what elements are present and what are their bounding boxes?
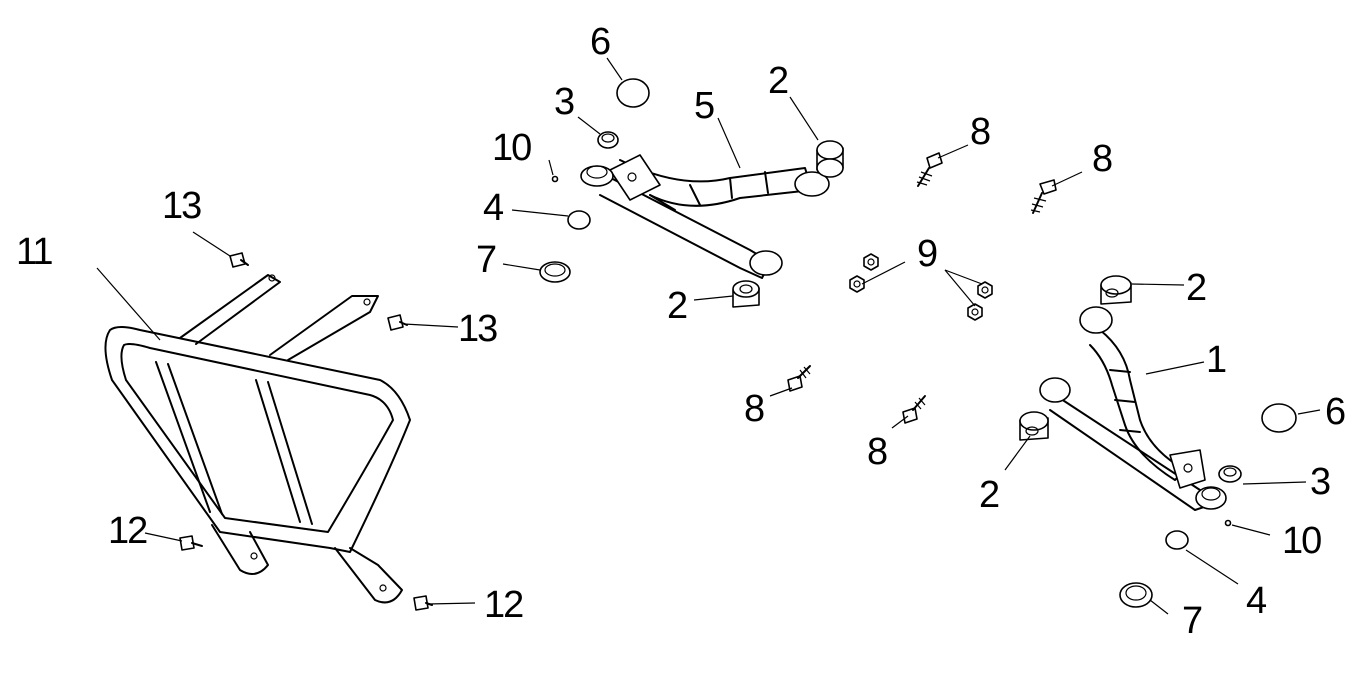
callout-8-c: 8 xyxy=(744,388,764,430)
callout-1: 1 xyxy=(1206,339,1226,381)
upper-a-arm xyxy=(580,154,830,279)
bolt-c xyxy=(787,365,811,392)
nut-c xyxy=(977,281,993,299)
callout-13-b: 13 xyxy=(458,308,497,350)
bushing-upper-b xyxy=(732,280,760,308)
callout-4-lower: 4 xyxy=(1246,580,1267,622)
callout-13-a: 13 xyxy=(162,185,201,227)
callout-3-lower: 3 xyxy=(1310,461,1330,503)
callout-7-lower: 7 xyxy=(1182,600,1202,642)
nut-a xyxy=(863,253,879,271)
bolt-lower-b xyxy=(413,595,433,611)
lower-a-arm xyxy=(1039,306,1227,511)
grease-fitting-lower xyxy=(1224,519,1232,527)
bolt-upper-b xyxy=(387,314,408,331)
bolt-lower-a xyxy=(179,535,203,551)
seal-upper xyxy=(539,261,571,283)
callout-3-upper: 3 xyxy=(554,81,574,123)
callout-11: 11 xyxy=(16,231,52,273)
callout-12-b: 12 xyxy=(484,584,523,626)
callout-9: 9 xyxy=(917,233,937,275)
seal-lower xyxy=(1119,582,1153,608)
callout-8-a: 8 xyxy=(970,111,990,153)
grease-fitting-upper xyxy=(551,175,559,183)
callout-8-d: 8 xyxy=(867,431,887,473)
callout-5: 5 xyxy=(694,85,714,127)
callout-10-upper: 10 xyxy=(492,127,531,169)
callout-12-a: 12 xyxy=(108,510,147,552)
cap-large-upper xyxy=(616,78,650,108)
callout-6-lower: 6 xyxy=(1325,391,1345,433)
bumper-guard xyxy=(104,274,411,604)
callout-2-lower-a: 2 xyxy=(1186,267,1206,309)
bolt-b xyxy=(1030,179,1057,214)
callout-2-upper-b: 2 xyxy=(667,285,687,327)
callout-2-upper-a: 2 xyxy=(768,60,788,102)
nut-b xyxy=(849,275,865,293)
cap-small-upper xyxy=(567,210,591,230)
callout-4-upper: 4 xyxy=(483,187,504,229)
bushing-lower-a xyxy=(1100,275,1132,305)
sleeve-upper xyxy=(597,131,619,149)
sleeve-lower xyxy=(1218,465,1242,483)
callout-6-upper: 6 xyxy=(590,21,610,63)
nut-d xyxy=(967,303,983,321)
callout-10-lower: 10 xyxy=(1282,520,1321,562)
leader-lines xyxy=(96,57,1321,615)
bushing-lower-b xyxy=(1019,411,1049,441)
bushing-upper-a xyxy=(816,140,844,178)
callout-labels: 6 3 10 4 7 5 2 2 8 8 9 8 8 2 1 2 6 3 10 … xyxy=(16,21,1347,642)
bolt-a xyxy=(916,152,943,187)
bolt-d xyxy=(902,395,926,424)
bolt-upper-a xyxy=(229,252,249,268)
cap-small-lower xyxy=(1165,530,1189,550)
callout-8-b: 8 xyxy=(1092,138,1112,180)
cap-large-lower xyxy=(1261,403,1297,433)
callout-2-lower-b: 2 xyxy=(979,474,999,516)
callout-7-upper: 7 xyxy=(476,239,496,281)
